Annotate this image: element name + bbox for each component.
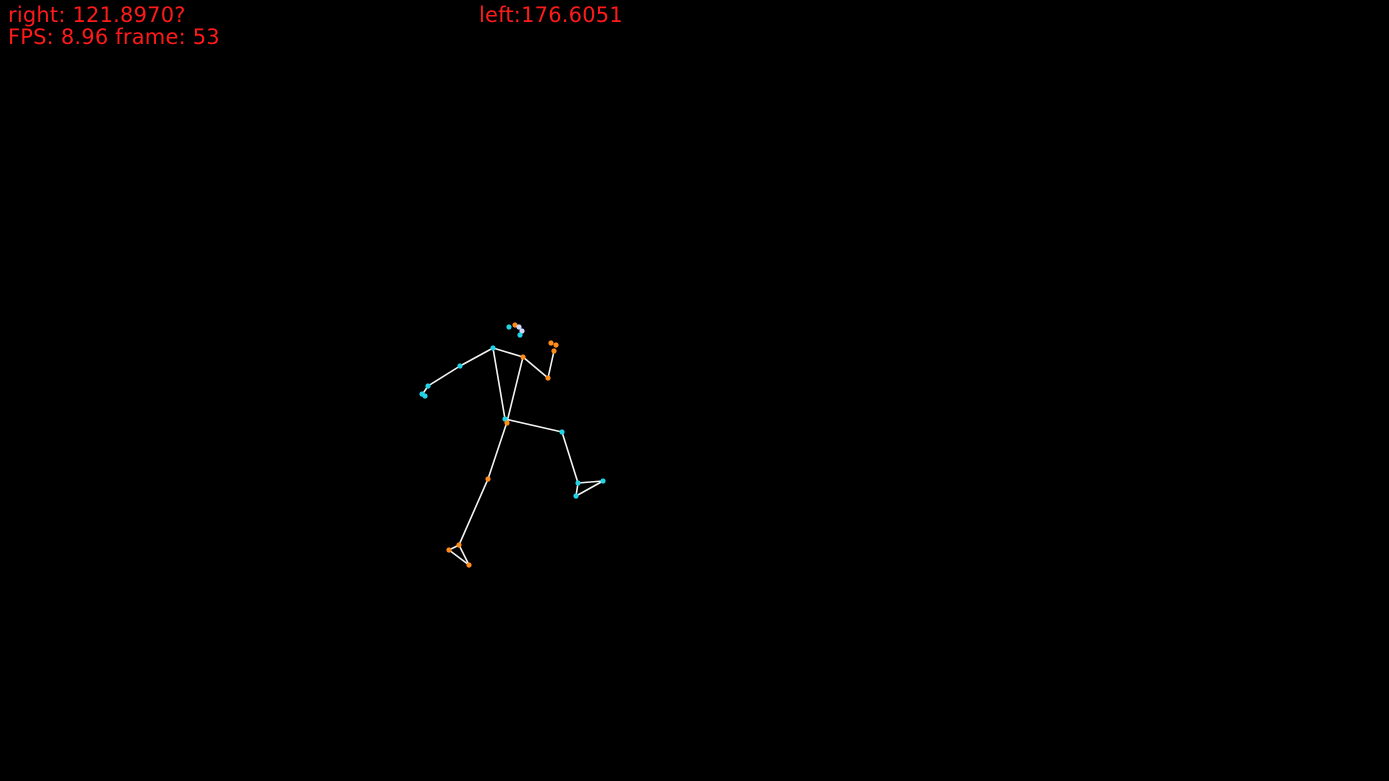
- left-angle-readout: left:176.6051: [479, 3, 623, 27]
- bone-shoulders: [492, 347, 524, 358]
- joint-left-hand-b: [553, 342, 559, 348]
- joint-left-hip: [504, 420, 510, 426]
- joint-right-wrist: [425, 383, 431, 389]
- joint-right-knee: [559, 429, 565, 435]
- bone-right-elbow-wrist: [427, 365, 461, 387]
- joint-right-toe: [600, 478, 606, 484]
- bone-right-torso: [492, 347, 506, 420]
- frame-label: frame:: [115, 25, 186, 49]
- joint-nose: [506, 324, 512, 330]
- bone-left-heel-toe: [448, 549, 470, 566]
- joint-ear: [519, 328, 525, 334]
- joint-left-knee: [485, 476, 491, 482]
- joint-right-ankle: [575, 480, 581, 486]
- joint-right-eye: [516, 324, 522, 330]
- joint-left-toe: [466, 562, 472, 568]
- joint-mouth: [517, 332, 523, 338]
- joint-left-hand-a: [548, 340, 554, 346]
- joint-left-elbow: [545, 375, 551, 381]
- joint-left-ankle: [456, 542, 462, 548]
- joint-left-heel: [446, 547, 452, 553]
- right-angle-readout: right: 121.8970?: [8, 3, 186, 27]
- bone-left-torso: [506, 356, 524, 423]
- fps-label: FPS:: [8, 25, 54, 49]
- bone-right-toe-heel: [575, 480, 604, 497]
- bone-left-knee-ankle: [458, 478, 489, 546]
- bone-right-knee-ankle: [561, 431, 579, 484]
- bone-right-hip-knee: [504, 418, 563, 433]
- joint-right-hand-b: [422, 393, 428, 399]
- bone-right-shoulder-elbow: [459, 347, 494, 367]
- joint-right-heel: [573, 493, 579, 499]
- joint-right-elbow: [457, 363, 463, 369]
- skeleton-bones: [421, 347, 604, 566]
- bone-right-ankle-toe: [577, 480, 604, 484]
- fps-value: 8.96: [60, 25, 109, 49]
- bone-left-toe-ankle: [458, 544, 470, 566]
- joint-left-eye: [512, 322, 518, 328]
- bone-left-hip-knee: [487, 421, 508, 480]
- joint-right-shoulder: [490, 345, 496, 351]
- bone-left-shoulder-elbow: [522, 356, 549, 379]
- joint-left-wrist: [551, 348, 557, 354]
- fps-frame-readout: FPS: 8.96 frame: 53: [8, 26, 220, 48]
- skeleton-joints: [419, 322, 606, 568]
- bone-left-elbow-wrist: [547, 350, 555, 379]
- frame-value: 53: [192, 25, 220, 49]
- joint-right-hip: [502, 416, 508, 422]
- joint-left-shoulder: [520, 354, 526, 360]
